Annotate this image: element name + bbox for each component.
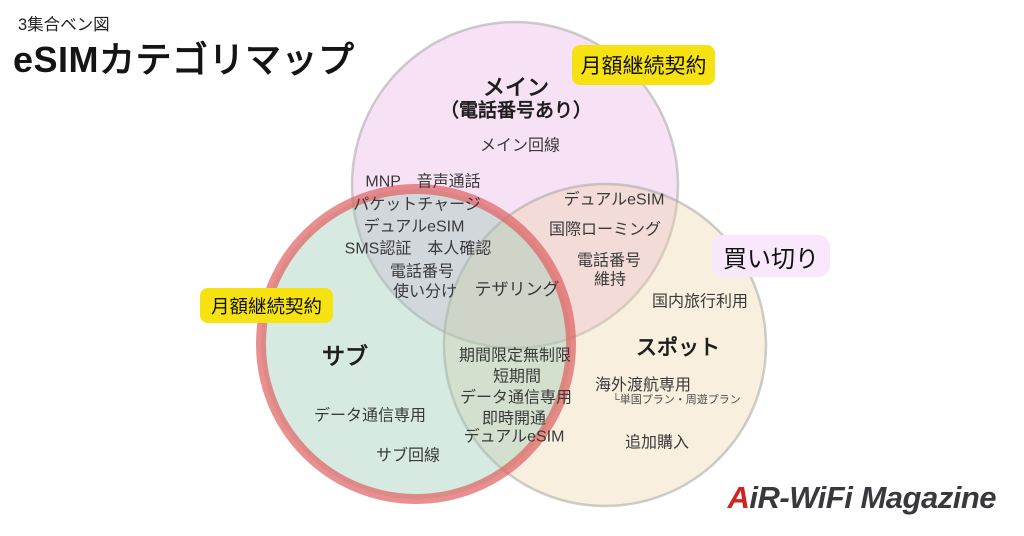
main-sub-item: MNP 音声通話 — [365, 173, 481, 191]
badge-monthly-contract-left: 月額継続契約 — [200, 288, 333, 323]
sub-circle-item: データ通信専用 — [313, 407, 427, 425]
sub-circle-item: サブ回線 — [375, 447, 441, 465]
brand-logo: AiR-WiFi Magazine — [727, 480, 996, 516]
main-circle — [350, 20, 680, 350]
spot-circle-item: 海外渡航専用 — [595, 377, 692, 394]
main-sub-item: 使い分け — [392, 283, 458, 301]
main-spot-item: 維持 — [593, 271, 627, 289]
main-circle-title: メイン — [482, 74, 550, 100]
spot-circle-item: 国内旅行利用 — [651, 293, 749, 311]
main-spot-item: 国際ローミング — [548, 221, 662, 239]
page-title: eSIMカテゴリマップ — [13, 39, 355, 80]
sub-spot-item: 即時開通 — [481, 410, 547, 428]
main-sub-item: SMS認証 本人確認 — [344, 240, 492, 258]
sub-spot-item: 期間限定無制限 — [458, 347, 572, 365]
logo-accent-letter: A — [727, 480, 750, 515]
diagram-type-label: 3集合ベン図 — [18, 16, 110, 34]
main-circle-item: メイン回線 — [479, 137, 561, 155]
center-intersection-item: テザリング — [474, 279, 560, 299]
spot-circle-subitem: └単国プラン・周遊プラン — [612, 394, 741, 406]
sub-spot-item: 短期間 — [492, 368, 542, 386]
badge-buyout: 買い切り — [712, 235, 830, 277]
main-sub-item: 電話番号 — [389, 263, 455, 281]
sub-circle — [256, 184, 576, 504]
spot-circle-item: 追加購入 — [624, 434, 690, 452]
spot-circle-title: スポット — [636, 336, 720, 360]
main-spot-item: デュアルeSIM — [563, 191, 665, 209]
main-sub-item: パケットチャージ — [353, 196, 481, 214]
main-spot-item: 電話番号 — [576, 252, 642, 270]
main-circle-subtitle: （電話番号あり） — [439, 100, 593, 122]
spot-circle — [442, 182, 768, 508]
main-sub-item: デュアルeSIM — [363, 218, 465, 236]
sub-spot-item: デュアルeSIM — [463, 428, 565, 446]
sub-circle-title: サブ — [322, 343, 368, 370]
badge-monthly-contract-top: 月額継続契約 — [572, 45, 715, 85]
sub-spot-item: データ通信専用 — [459, 389, 573, 407]
logo-text: iR-WiFi Magazine — [749, 480, 996, 515]
